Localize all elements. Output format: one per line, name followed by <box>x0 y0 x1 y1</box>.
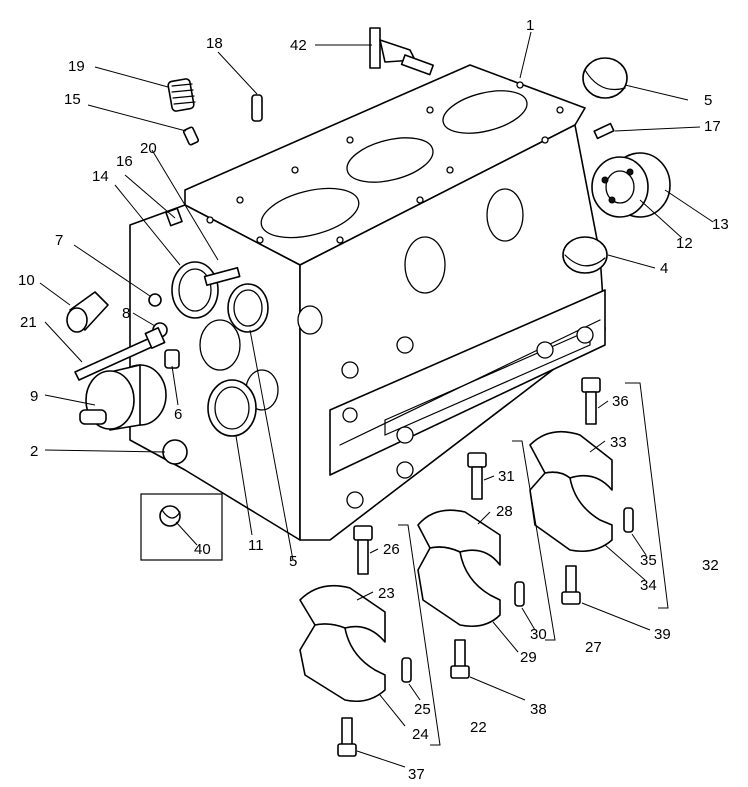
label-28: 28 <box>496 503 513 520</box>
label-6: 6 <box>174 406 182 423</box>
bolt-36 <box>581 377 601 425</box>
label-2: 2 <box>30 443 38 460</box>
label-30: 30 <box>530 626 547 643</box>
part-21-bolt <box>74 327 166 381</box>
deck-holes <box>206 81 564 244</box>
part-5-plug-top <box>582 57 628 99</box>
bolt-31 <box>467 452 487 500</box>
label-5b: 5 <box>289 553 297 570</box>
part-17-pin <box>593 122 615 140</box>
bolt-37 <box>337 717 357 757</box>
label-33: 33 <box>610 434 627 451</box>
dowel-25 <box>401 657 412 683</box>
label-14: 14 <box>92 168 109 185</box>
label-5a: 5 <box>704 92 712 109</box>
label-9: 9 <box>30 388 38 405</box>
part-14-liner <box>171 261 219 319</box>
label-40: 40 <box>194 541 211 558</box>
leader-lines <box>39 31 714 768</box>
part-11-liner <box>207 379 257 437</box>
label-21: 21 <box>20 314 37 331</box>
part-labels: 1 42 18 19 15 20 16 14 7 10 8 21 9 6 2 4… <box>18 17 729 783</box>
label-1: 1 <box>526 17 534 34</box>
label-20: 20 <box>140 140 157 157</box>
cap-28-29 <box>417 509 501 628</box>
label-35: 35 <box>640 552 657 569</box>
part-20-stud <box>203 266 241 287</box>
label-26: 26 <box>383 541 400 558</box>
part-18-pin <box>251 94 263 122</box>
label-4: 4 <box>660 260 668 277</box>
bracket-27 <box>512 440 556 641</box>
label-8: 8 <box>122 305 130 322</box>
label-7: 7 <box>55 232 63 249</box>
part-2-seal <box>162 439 188 465</box>
label-24: 24 <box>412 726 429 743</box>
label-27: 27 <box>585 639 602 656</box>
label-25: 25 <box>414 701 431 718</box>
label-12: 12 <box>676 235 693 252</box>
label-34: 34 <box>640 577 657 594</box>
label-32: 32 <box>702 557 719 574</box>
part-42-sensor <box>369 27 434 76</box>
label-10: 10 <box>18 272 35 289</box>
label-15: 15 <box>64 91 81 108</box>
label-38: 38 <box>530 701 547 718</box>
label-19: 19 <box>68 58 85 75</box>
part-10-fitting <box>66 291 109 333</box>
part-5-liner <box>227 283 269 333</box>
bracket-32 <box>625 382 669 609</box>
dowel-30 <box>514 581 525 607</box>
part-19-spring <box>167 78 196 112</box>
label-16: 16 <box>116 153 133 170</box>
label-36: 36 <box>612 393 629 410</box>
label-22: 22 <box>470 719 487 736</box>
part-4-plug <box>562 236 608 274</box>
dowel-35 <box>623 507 634 533</box>
label-17: 17 <box>704 118 721 135</box>
cap-33-34 <box>529 430 613 553</box>
label-31: 31 <box>498 468 515 485</box>
bolt-39 <box>561 565 581 605</box>
part-9-shaft <box>79 364 167 431</box>
bolt-26 <box>353 525 373 575</box>
part-15-pin <box>182 126 200 146</box>
label-29: 29 <box>520 649 537 666</box>
part-40-inset <box>140 493 223 561</box>
label-11: 11 <box>248 537 264 554</box>
label-37: 37 <box>408 766 425 783</box>
bracket-22 <box>398 524 441 746</box>
bolt-38 <box>450 639 470 679</box>
label-42: 42 <box>290 37 307 54</box>
label-23: 23 <box>378 585 395 602</box>
part-12-13-bearing <box>591 152 671 218</box>
label-39: 39 <box>654 626 671 643</box>
part-6-spring <box>164 349 180 369</box>
part-7-plug <box>148 293 162 307</box>
label-13: 13 <box>712 216 729 233</box>
label-18: 18 <box>206 35 223 52</box>
cap-23-24 <box>299 584 386 703</box>
